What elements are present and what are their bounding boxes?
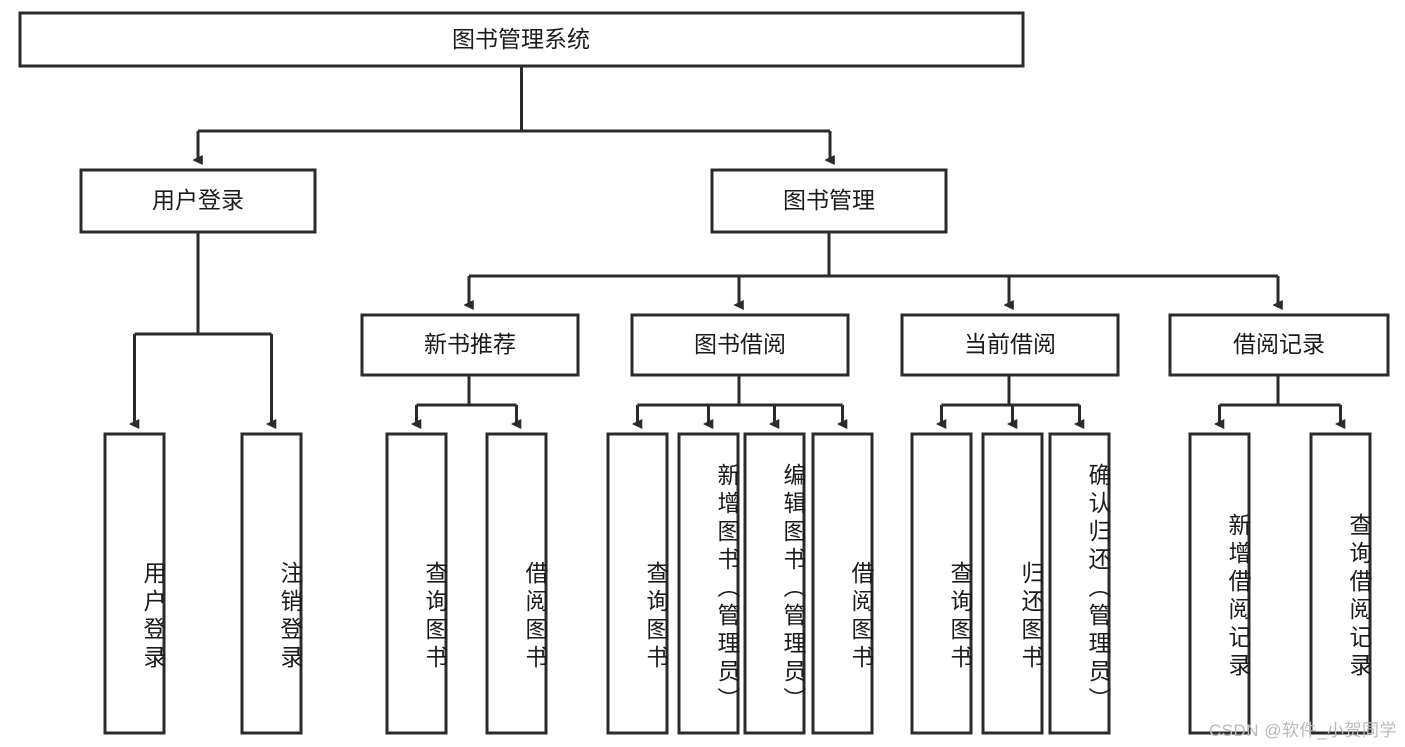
node-root-label: 图书管理系统: [452, 26, 590, 52]
leaf-add-record-box[interactable]: [1188, 432, 1251, 735]
node-new-book-recommend-label: 新书推荐: [424, 331, 516, 357]
node-book-borrow-box[interactable]: [630, 313, 850, 377]
leaf-return-book-box[interactable]: [981, 432, 1044, 735]
node-book-borrow[interactable]: 图书借阅: [630, 313, 850, 377]
node-user-login-label: 用户登录: [152, 187, 244, 213]
node-root[interactable]: 图书管理系统: [18, 11, 1025, 68]
node-root-box[interactable]: [18, 11, 1025, 68]
node-borrow-record-box[interactable]: [1168, 313, 1390, 377]
node-book-manage-label: 图书管理: [783, 187, 875, 213]
leaf-query-record-box[interactable]: [1309, 432, 1372, 735]
node-book-manage[interactable]: 图书管理: [710, 168, 948, 234]
connector-group-new-book-recommend: [417, 375, 517, 424]
node-book-borrow-label: 图书借阅: [694, 331, 786, 357]
leaf-confirm-return-box[interactable]: [1048, 432, 1111, 735]
connector-group-current-borrow: [942, 375, 1080, 424]
node-new-book-recommend[interactable]: 新书推荐: [360, 313, 580, 377]
connector-group-book-manage: [469, 232, 1278, 305]
connector-group-root: [198, 66, 830, 160]
node-current-borrow-box[interactable]: [900, 313, 1120, 377]
leaf-borrow-book-1-box[interactable]: [485, 432, 548, 735]
csdn-watermark: CSDN @软件_小贺同学: [1208, 721, 1397, 740]
node-current-borrow-label: 当前借阅: [964, 331, 1056, 357]
connector-group-user-login: [135, 232, 272, 424]
node-book-manage-box[interactable]: [710, 168, 948, 234]
connector-group-book-borrow: [638, 375, 843, 424]
node-borrow-record-label: 借阅记录: [1233, 331, 1325, 357]
leaf-edit-book-box[interactable]: [743, 432, 806, 735]
node-user-login[interactable]: 用户登录: [79, 168, 317, 234]
leaf-query-book-3-box[interactable]: [910, 432, 973, 735]
leaf-add-book-box[interactable]: [677, 432, 740, 735]
node-new-book-recommend-box[interactable]: [360, 313, 580, 377]
leaf-user-login-box[interactable]: [103, 432, 166, 735]
node-current-borrow[interactable]: 当前借阅: [900, 313, 1120, 377]
leaf-borrow-book-2-box[interactable]: [811, 432, 874, 735]
leaf-query-book-2-box[interactable]: [606, 432, 669, 735]
leaf-logout-box[interactable]: [240, 432, 303, 735]
connector-group-borrow-record: [1220, 375, 1341, 424]
leaf-query-book-1-box[interactable]: [385, 432, 448, 735]
node-user-login-box[interactable]: [79, 168, 317, 234]
leaf-boxes: [103, 432, 1372, 735]
node-borrow-record[interactable]: 借阅记录: [1168, 313, 1390, 377]
